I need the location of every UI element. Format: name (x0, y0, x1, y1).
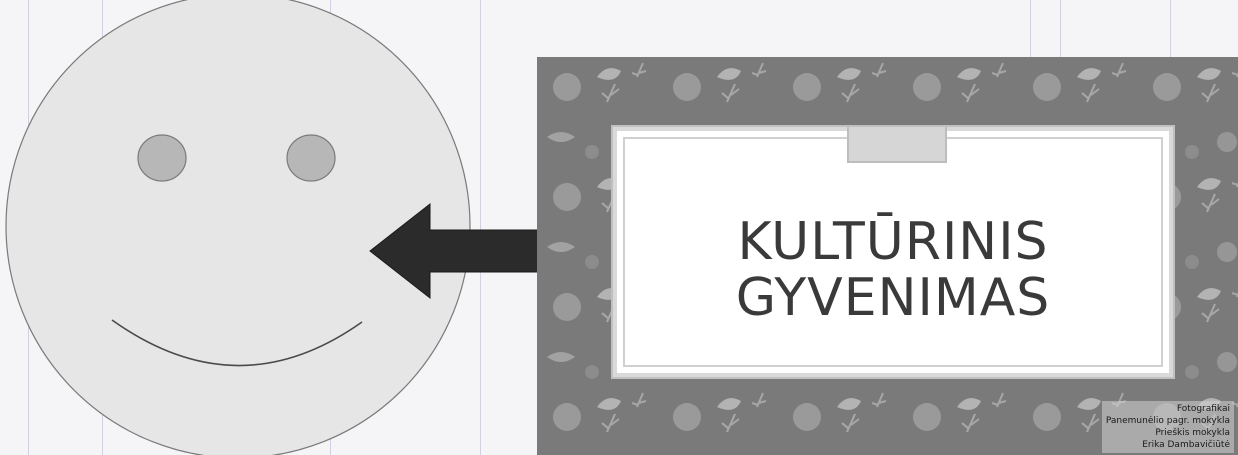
slide-credits: Fotografikai Panemunėlio pagr. mokykla P… (1102, 401, 1234, 453)
credit-line: Panemunėlio pagr. mokykla (1106, 415, 1230, 427)
slide-title-line-1: KULTŪRINIS (617, 215, 1169, 269)
slide-title-box: KULTŪRINIS GYVENIMAS (613, 127, 1173, 377)
credit-line: Erika Dambavičiūtė (1106, 439, 1230, 451)
smiley-right-eye (287, 135, 335, 181)
credit-line: Fotografikai (1106, 403, 1230, 415)
smiley-left-eye (138, 135, 186, 181)
slide-title-line-2: GYVENIMAS (617, 271, 1169, 325)
credit-line: Prieškis mokykla (1106, 427, 1230, 439)
slide-title-tab (847, 127, 947, 163)
slide-title-image: KULTŪRINIS GYVENIMAS Fotografikai Panemu… (537, 57, 1238, 455)
